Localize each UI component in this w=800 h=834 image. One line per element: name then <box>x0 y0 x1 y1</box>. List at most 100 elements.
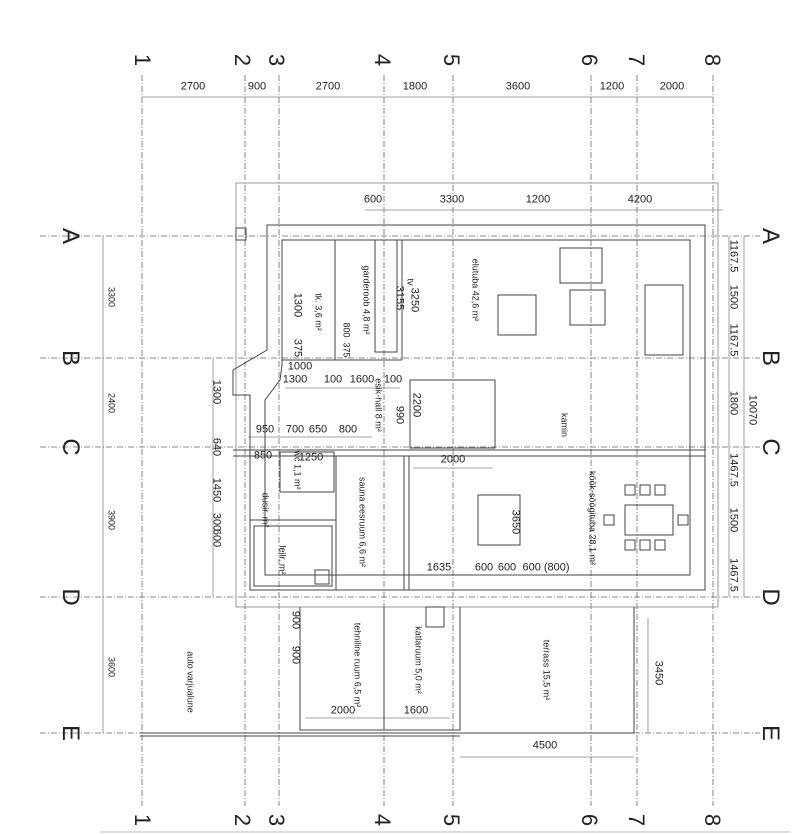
grid-column-1: 1 <box>130 53 155 67</box>
dimension: 2000 <box>659 80 685 93</box>
grid-column-4: 4 <box>370 53 395 67</box>
grid-column-5-bottom: 5 <box>439 813 464 827</box>
dimension: 3450 <box>652 660 665 686</box>
grid-row-c-right: C <box>757 438 784 456</box>
dimension: 2400 <box>106 392 117 414</box>
grid-column-1-bottom: 1 <box>130 813 155 827</box>
dimension: 600 (800) <box>522 561 570 574</box>
grid-row-b-right: B <box>757 349 784 367</box>
dimension: 2700 <box>180 80 206 93</box>
grid-row-b: B <box>57 349 84 367</box>
dimension: 950 <box>255 423 275 436</box>
dimension: 2000 <box>330 704 356 717</box>
grid-column-6: 6 <box>577 53 602 67</box>
dimension: 700 <box>285 423 305 436</box>
dimension: 900 <box>289 645 302 665</box>
dimension: 3300 <box>439 193 465 206</box>
grid-column-7: 7 <box>624 53 649 67</box>
grid-column-8: 8 <box>700 53 725 67</box>
dimension: 1500 <box>727 284 740 310</box>
dimension: 900 <box>289 610 302 630</box>
grid-row-c: C <box>57 438 84 456</box>
dimension: 600 <box>474 561 494 574</box>
dimension: 3250 <box>408 287 421 313</box>
room-label-terrass: terrass 15,5 m² <box>541 639 552 701</box>
room-label-saun-eesruum: sauna eesruum 6,6 m² <box>357 476 368 568</box>
dimension: 600 <box>210 528 223 548</box>
dimension: 1300 <box>291 292 304 318</box>
dimension: 4500 <box>532 739 558 752</box>
grid-column-3-bottom: 3 <box>264 813 289 827</box>
dimension: 2000 <box>440 453 466 466</box>
dimension: 900 <box>247 80 267 93</box>
grid-row-d-right: D <box>757 588 784 606</box>
dimension: 3900 <box>106 509 117 531</box>
dimension: 1300 <box>210 379 223 405</box>
grid-row-a-right: A <box>757 227 784 245</box>
dimension: 1167.5 <box>727 239 740 273</box>
grid-column-3: 3 <box>264 53 289 67</box>
walls <box>140 182 719 737</box>
room-label-kook: köök-söögituba 28,1 m² <box>587 470 598 566</box>
dimension: 1500 <box>727 507 740 533</box>
dimension: 640 <box>210 437 223 457</box>
dimension: 2200 <box>410 392 423 418</box>
dimension: 1450 <box>210 477 223 503</box>
room-label-tehniline: tehniline ruum 6,5 m² <box>352 622 363 708</box>
dimension: 3600 <box>505 80 531 93</box>
dimension: 1250 <box>298 451 324 464</box>
dimension: 800 <box>338 423 358 436</box>
dimension: 850 <box>253 449 273 462</box>
grid-row-e-right: E <box>757 724 784 742</box>
tv-label: tv <box>405 278 416 286</box>
dimension: 1635 <box>426 561 452 574</box>
dimension: 990 <box>393 405 406 425</box>
dimension: 1467.5 <box>727 558 740 592</box>
grid-column-7-bottom: 7 <box>624 813 649 827</box>
dimension: 100 <box>383 373 403 386</box>
dimension: 4200 <box>627 193 653 206</box>
kamin-label: kamin <box>559 412 570 438</box>
dimension: 1200 <box>525 193 551 206</box>
grid-row-e: E <box>57 724 84 742</box>
grid-row-d: D <box>57 588 84 606</box>
room-label-dush: dusir. m² <box>260 492 271 528</box>
dimension: 650 <box>308 423 328 436</box>
room-label-elutuba: elutuba 42,6 m² <box>470 258 481 322</box>
dimension: 1467.5 <box>727 453 740 487</box>
room-label-katlaruum: katlaruum 5,0 m² <box>413 626 424 694</box>
room-label-tk: tk. 3,6 m² <box>313 293 324 331</box>
dimension: 1300 <box>282 373 308 386</box>
dimension: 1800 <box>402 80 428 93</box>
dimension: 3650 <box>509 509 522 535</box>
grid-lines <box>40 75 760 806</box>
room-label-auto: auto varjualune <box>185 651 196 713</box>
dimension: 2700 <box>315 80 341 93</box>
dimension: 375 <box>341 342 352 358</box>
dimension: 1600 <box>403 704 429 717</box>
dimension: 600 <box>363 193 383 206</box>
dimension: 100 <box>323 373 343 386</box>
dimension: 3155 <box>393 285 406 311</box>
dimension: 3300 <box>106 286 117 308</box>
grid-column-5: 5 <box>439 53 464 67</box>
grid-column-2: 2 <box>230 53 255 67</box>
grid-column-2-bottom: 2 <box>230 813 255 827</box>
dimension: 1200 <box>599 80 625 93</box>
dimension: 800 <box>341 322 352 338</box>
room-label-esik: esik-hall 8 m² <box>373 378 384 432</box>
grid-column-6-bottom: 6 <box>577 813 602 827</box>
grid-column-4-bottom: 4 <box>370 813 395 827</box>
total-dimension: 10070 <box>746 394 759 426</box>
dimension-lines <box>102 96 745 758</box>
dimension: 1000 <box>287 360 313 373</box>
dimension: 3600 <box>106 656 117 678</box>
room-label-leiliruum: leilr. m² <box>277 545 288 575</box>
dimension: 600 <box>497 561 517 574</box>
dimension: 1600 <box>349 373 375 386</box>
room-label-garderoob: garderoob 4,8 m² <box>361 265 372 335</box>
dimension: 375 <box>291 338 304 358</box>
dimension: 1167.5 <box>727 323 740 357</box>
grid-row-a: A <box>57 227 84 245</box>
